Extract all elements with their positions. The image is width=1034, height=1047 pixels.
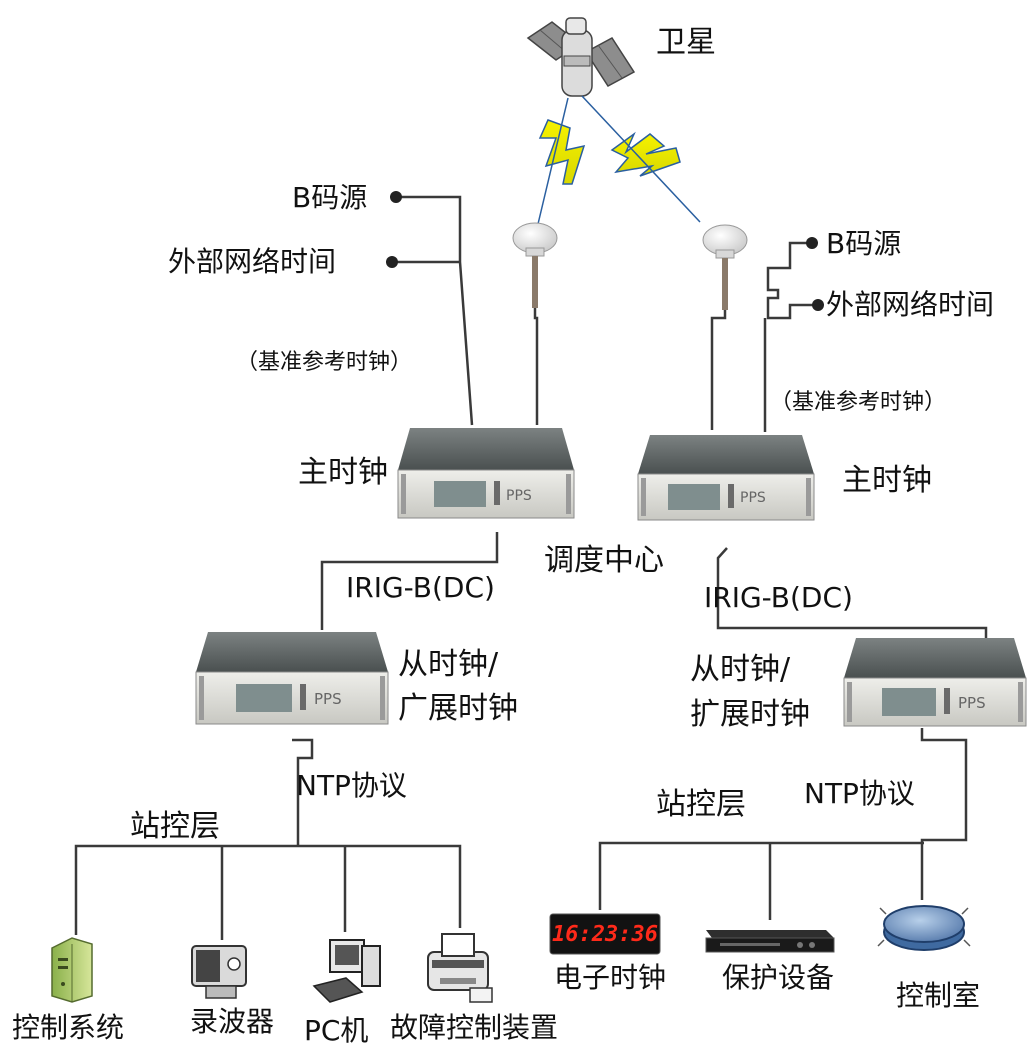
left-slave-clock-label-2: 广展时钟 — [398, 691, 518, 726]
device-label-fault-control: 故障控制装置 — [390, 1011, 559, 1044]
connection-lines — [74, 195, 988, 940]
svg-text:PPS: PPS — [740, 490, 766, 506]
right-reference-note: （基准参考时钟） — [770, 390, 947, 415]
device-label-protection-device: 保护设备 — [722, 961, 835, 994]
right-input-b-code: B码源 — [826, 227, 902, 260]
device-label-control-system: 控制系统 — [12, 1011, 125, 1044]
right-station-layer-label: 站控层 — [656, 787, 746, 822]
right-ntp-label: NTP协议 — [804, 777, 915, 810]
lightning-signal-right — [581, 95, 701, 223]
gps-antenna-icon — [512, 222, 558, 308]
left-ntp-label: NTP协议 — [296, 769, 407, 802]
left-input-b-code: B码源 — [292, 181, 368, 214]
device-label-pc: PC机 — [304, 1014, 369, 1047]
svg-text:PPS: PPS — [314, 690, 342, 708]
right-input-network-time: 外部网络时间 — [826, 288, 995, 321]
gps-antenna-icon — [702, 224, 748, 310]
left-input-network-time: 外部网络时间 — [168, 245, 337, 278]
left-master-clock-label: 主时钟 — [298, 455, 388, 490]
control-room-icon — [877, 905, 971, 951]
rack-clock-icon: PPS — [195, 632, 389, 725]
dvr-icon — [705, 930, 835, 953]
right-master-clock-label: 主时钟 — [842, 463, 932, 498]
right-slave-clock-label-1: 从时钟/ — [690, 652, 791, 687]
device-label-recorder: 录波器 — [190, 1005, 275, 1038]
right-slave-clock-label-2: 扩展时钟 — [690, 697, 810, 732]
device-label-control-room: 控制室 — [896, 979, 981, 1012]
left-link-protocol: IRIG-B(DC) — [346, 571, 495, 604]
connector-dots — [386, 191, 824, 311]
pc-icon — [312, 939, 381, 1003]
rack-clock-icon: PPS — [843, 638, 1027, 727]
left-slave-clock-label-1: 从时钟/ — [398, 647, 499, 682]
rack-clock-icon: PPS — [397, 428, 575, 519]
printer-icon — [427, 933, 493, 1003]
dispatch-center-label: 调度中心 — [544, 543, 664, 578]
left-station-layer-label: 站控层 — [130, 809, 220, 844]
svg-text:PPS: PPS — [958, 694, 986, 712]
left-reference-note: （基准参考时钟） — [236, 350, 413, 375]
satellite-icon — [526, 17, 636, 97]
clock-display-text: 16:23:36 — [552, 922, 658, 947]
rack-clock-icon: PPS — [637, 435, 815, 521]
svg-text:PPS: PPS — [506, 488, 532, 504]
digital-clock-icon: 16:23:36 — [549, 913, 661, 955]
device-label-electronic-clock: 电子时钟 — [554, 961, 667, 994]
lightning-signal-left — [537, 97, 586, 225]
right-link-protocol: IRIG-B(DC) — [704, 581, 853, 614]
satellite-label: 卫星 — [656, 25, 716, 60]
recorder-icon — [191, 945, 247, 999]
server-icon — [51, 937, 93, 1003]
